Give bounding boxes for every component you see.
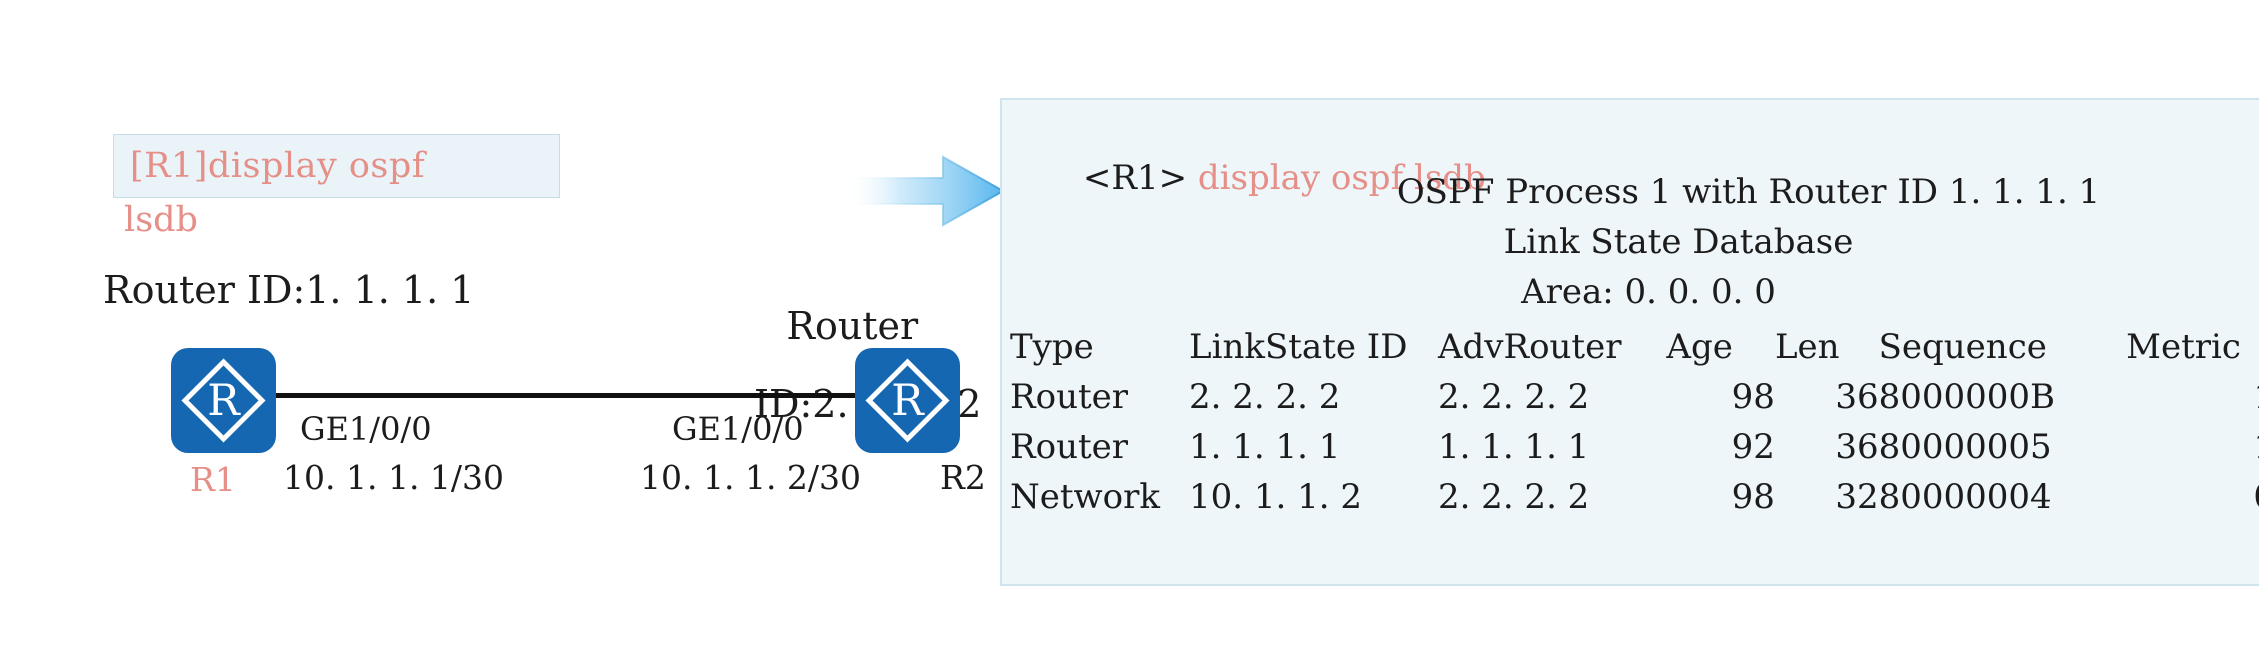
cell-len: 36 [1835, 377, 1879, 417]
area-header: Area: 0. 0. 0. 0 [1521, 272, 1776, 312]
cell-linkstate-id: 2. 2. 2. 2 [1189, 377, 1341, 417]
ospf-process-header: OSPF Process 1 with Router ID 1. 1. 1. 1 [1396, 172, 2101, 212]
cell-age: 98 [1731, 477, 1775, 517]
flow-arrow-icon [844, 148, 1006, 234]
cell-age: 98 [1731, 377, 1775, 417]
column-header-metric: Metric [2126, 327, 2241, 367]
column-header-age: Age [1666, 327, 1733, 367]
router-icon-r1[interactable]: R [171, 348, 276, 453]
router-icon-r2[interactable]: R [855, 348, 960, 453]
command-input-box[interactable]: [R1]display ospf [113, 134, 560, 198]
topology-diagram: [R1]display ospf lsdb Router ID:1. 1. 1.… [0, 0, 1000, 649]
command-text-line2: lsdb [124, 200, 198, 240]
cell-type: Router [1010, 427, 1129, 467]
cell-metric: 0 [2126, 472, 2259, 522]
cell-linkstate-id: 10. 1. 1. 2 [1189, 477, 1363, 517]
lsdb-header: Link State Database [1503, 222, 1854, 262]
left-interface-label: GE1/0/0 [300, 410, 432, 448]
cell-len: 32 [1835, 477, 1879, 517]
right-router-id-line1: Router [786, 304, 919, 349]
right-ip-label: 10. 1. 1. 2/30 [640, 458, 862, 497]
table-row: Router 2. 2. 2. 2 2. 2. 2. 2 98 36 80000… [1010, 372, 2259, 422]
table-row: Router 1. 1. 1. 1 1. 1. 1. 1 92 36 80000… [1010, 422, 2259, 472]
lsdb-table: Type LinkState ID AdvRouter Age Len Sequ… [1010, 322, 2259, 522]
column-header-advrouter: AdvRouter [1437, 327, 1622, 367]
command-text-line1: [R1]display ospf [130, 146, 426, 186]
cell-type: Router [1010, 377, 1129, 417]
terminal-prompt-line: <R1> display ospf lsdb [1018, 118, 1486, 238]
left-node-name: R1 [190, 460, 236, 499]
column-header-len: Len [1774, 327, 1840, 367]
left-ip-label: 10. 1. 1. 1/30 [283, 458, 505, 497]
cell-sequence: 8000000B [1878, 377, 2056, 417]
terminal-prompt-command: display ospf lsdb [1197, 158, 1486, 198]
cell-len: 36 [1835, 427, 1879, 467]
cell-sequence: 80000005 [1878, 427, 2052, 467]
column-header-type: Type [1010, 327, 1094, 367]
right-node-name: R2 [940, 458, 986, 497]
column-header-sequence: Sequence [1878, 327, 2047, 367]
svg-text:R: R [207, 376, 241, 426]
table-row: Network 10. 1. 1. 2 2. 2. 2. 2 98 32 800… [1010, 472, 2259, 522]
cell-type: Network [1010, 477, 1160, 517]
right-interface-label: GE1/0/0 [672, 410, 804, 448]
cell-metric: 1 [2126, 422, 2259, 472]
cell-advrouter: 1. 1. 1. 1 [1437, 427, 1590, 467]
cell-metric: 1 [2126, 372, 2259, 422]
terminal-prompt-host: <R1> [1082, 158, 1198, 198]
svg-text:R: R [891, 376, 925, 426]
column-header-linkstate-id: LinkState ID [1189, 327, 1408, 367]
table-header-row: Type LinkState ID AdvRouter Age Len Sequ… [1010, 322, 2259, 372]
cell-age: 92 [1731, 427, 1775, 467]
terminal-output-panel: <R1> display ospf lsdb OSPF Process 1 wi… [1000, 98, 2259, 586]
left-router-id-label: Router ID:1. 1. 1. 1 [103, 268, 475, 312]
cell-advrouter: 2. 2. 2. 2 [1437, 477, 1590, 517]
cell-advrouter: 2. 2. 2. 2 [1437, 377, 1590, 417]
cell-sequence: 80000004 [1878, 477, 2052, 517]
cell-linkstate-id: 1. 1. 1. 1 [1189, 427, 1341, 467]
ethernet-link-line [276, 393, 856, 398]
